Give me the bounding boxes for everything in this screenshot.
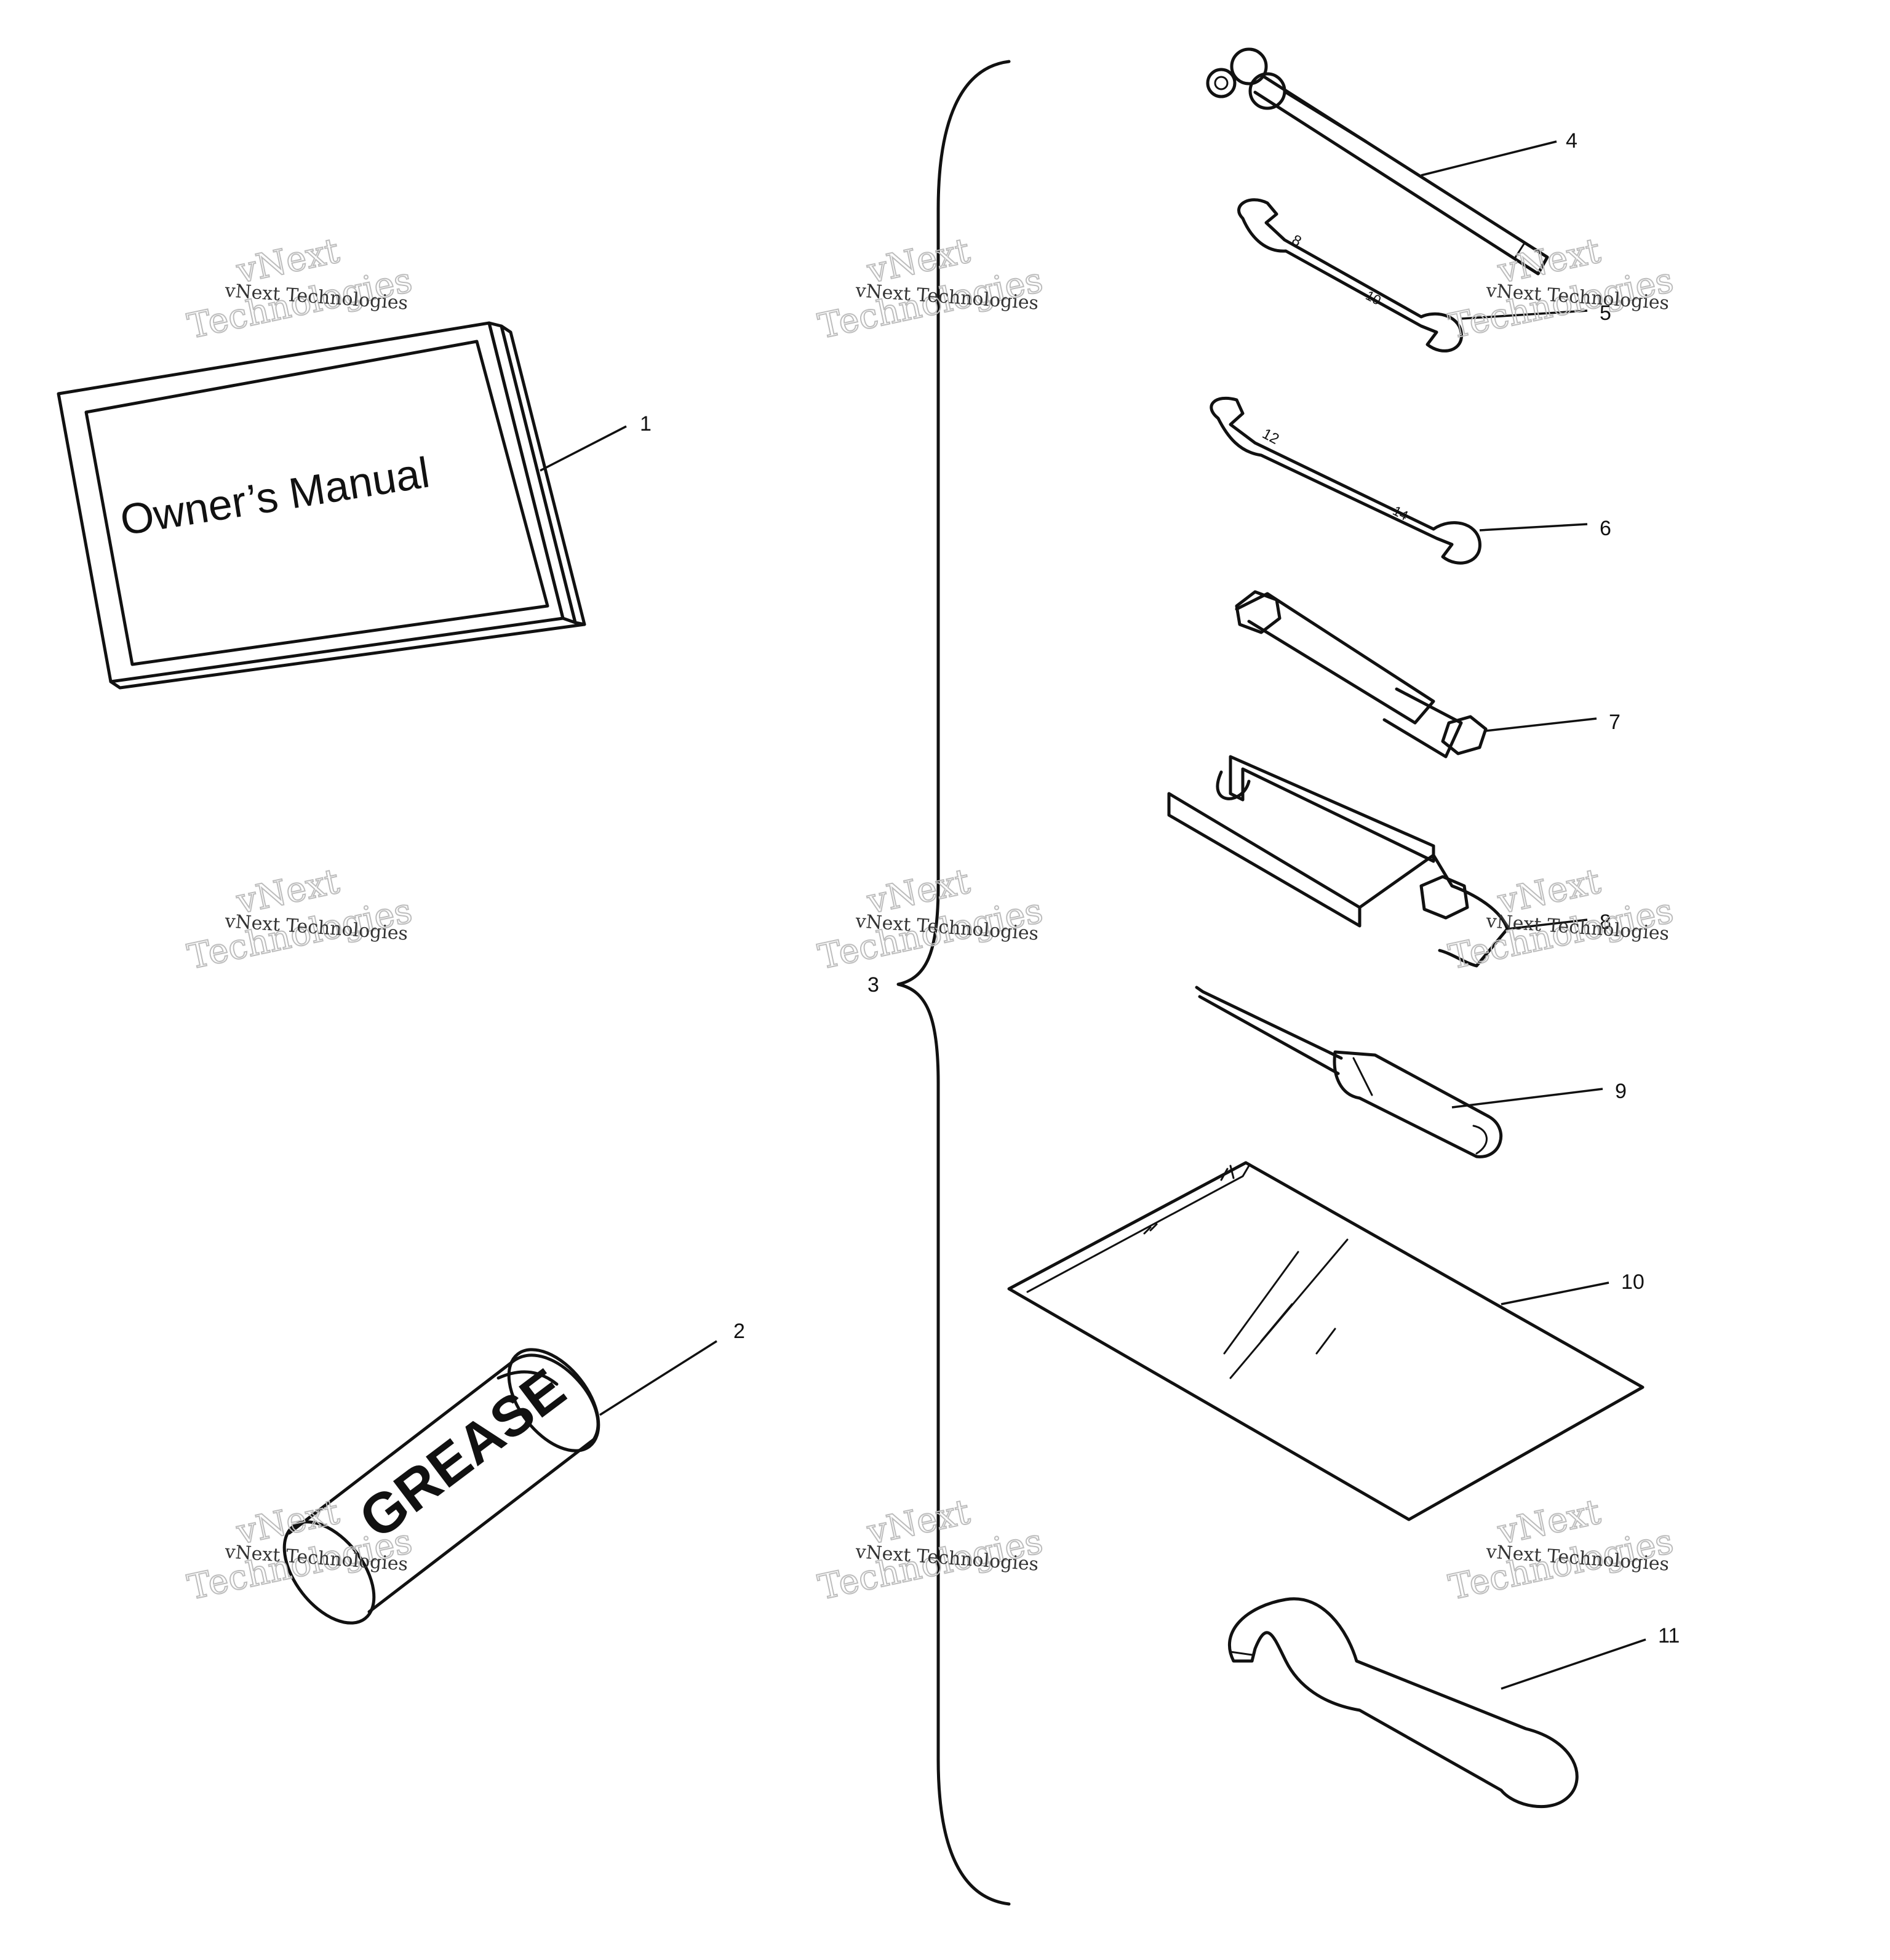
manual-cover-label: Owner’s Manual (117, 448, 433, 544)
channel-tool: 8 (1167, 755, 1611, 968)
screwdriver: 9 (1195, 986, 1627, 1158)
watermark: vNext Technologies vNext Technologies (183, 861, 416, 978)
owners-manual: Owner’s Manual 1 (57, 321, 652, 690)
callout-10: 10 (1621, 1270, 1645, 1294)
callout-3: 3 (867, 973, 879, 997)
callout-8: 8 (1600, 910, 1611, 934)
callout-2: 2 (733, 1320, 745, 1343)
svg-text:12: 12 (1259, 425, 1282, 447)
watermark: vNext Technologies vNext Technologies (183, 230, 416, 348)
watermark: vNext Technologies vNext Technologies (814, 861, 1047, 978)
spanner-wrench: 11 (1228, 1597, 1680, 1809)
watermark: vNext Technologies vNext Technologies (1445, 861, 1677, 978)
callout-7: 7 (1609, 711, 1621, 734)
grease-label: GREASE (348, 1357, 577, 1551)
svg-text:8: 8 (1289, 231, 1304, 250)
callout-1: 1 (640, 412, 652, 436)
watermark: vNext Technologies vNext Technologies (1445, 1491, 1677, 1609)
tool-pouch: 10 (1007, 1161, 1645, 1521)
tool-kit-bracket: 3 (867, 60, 1011, 1906)
callout-5: 5 (1600, 301, 1611, 325)
callout-6: 6 (1600, 517, 1611, 540)
callout-4: 4 (1566, 129, 1577, 153)
watermark-grid: vNext Technologies vNext Technologies vN… (183, 230, 1677, 1609)
wrench-8-10: 8 10 5 (1237, 198, 1611, 353)
watermark: vNext Technologies vNext Technologies (814, 230, 1047, 348)
watermark: vNext Technologies vNext Technologies (814, 1491, 1047, 1609)
pressure-gauge: 4 (1206, 47, 1577, 276)
spark-plug-socket: 7 (1235, 590, 1621, 759)
grease-tube: GREASE 2 (282, 1320, 745, 1625)
wrench-12-14: 12 14 6 (1210, 396, 1611, 565)
svg-text:14: 14 (1390, 503, 1411, 524)
callout-9: 9 (1615, 1080, 1627, 1103)
watermark: vNext Technologies vNext Technologies (1445, 230, 1677, 348)
callout-11: 11 (1658, 1624, 1680, 1647)
